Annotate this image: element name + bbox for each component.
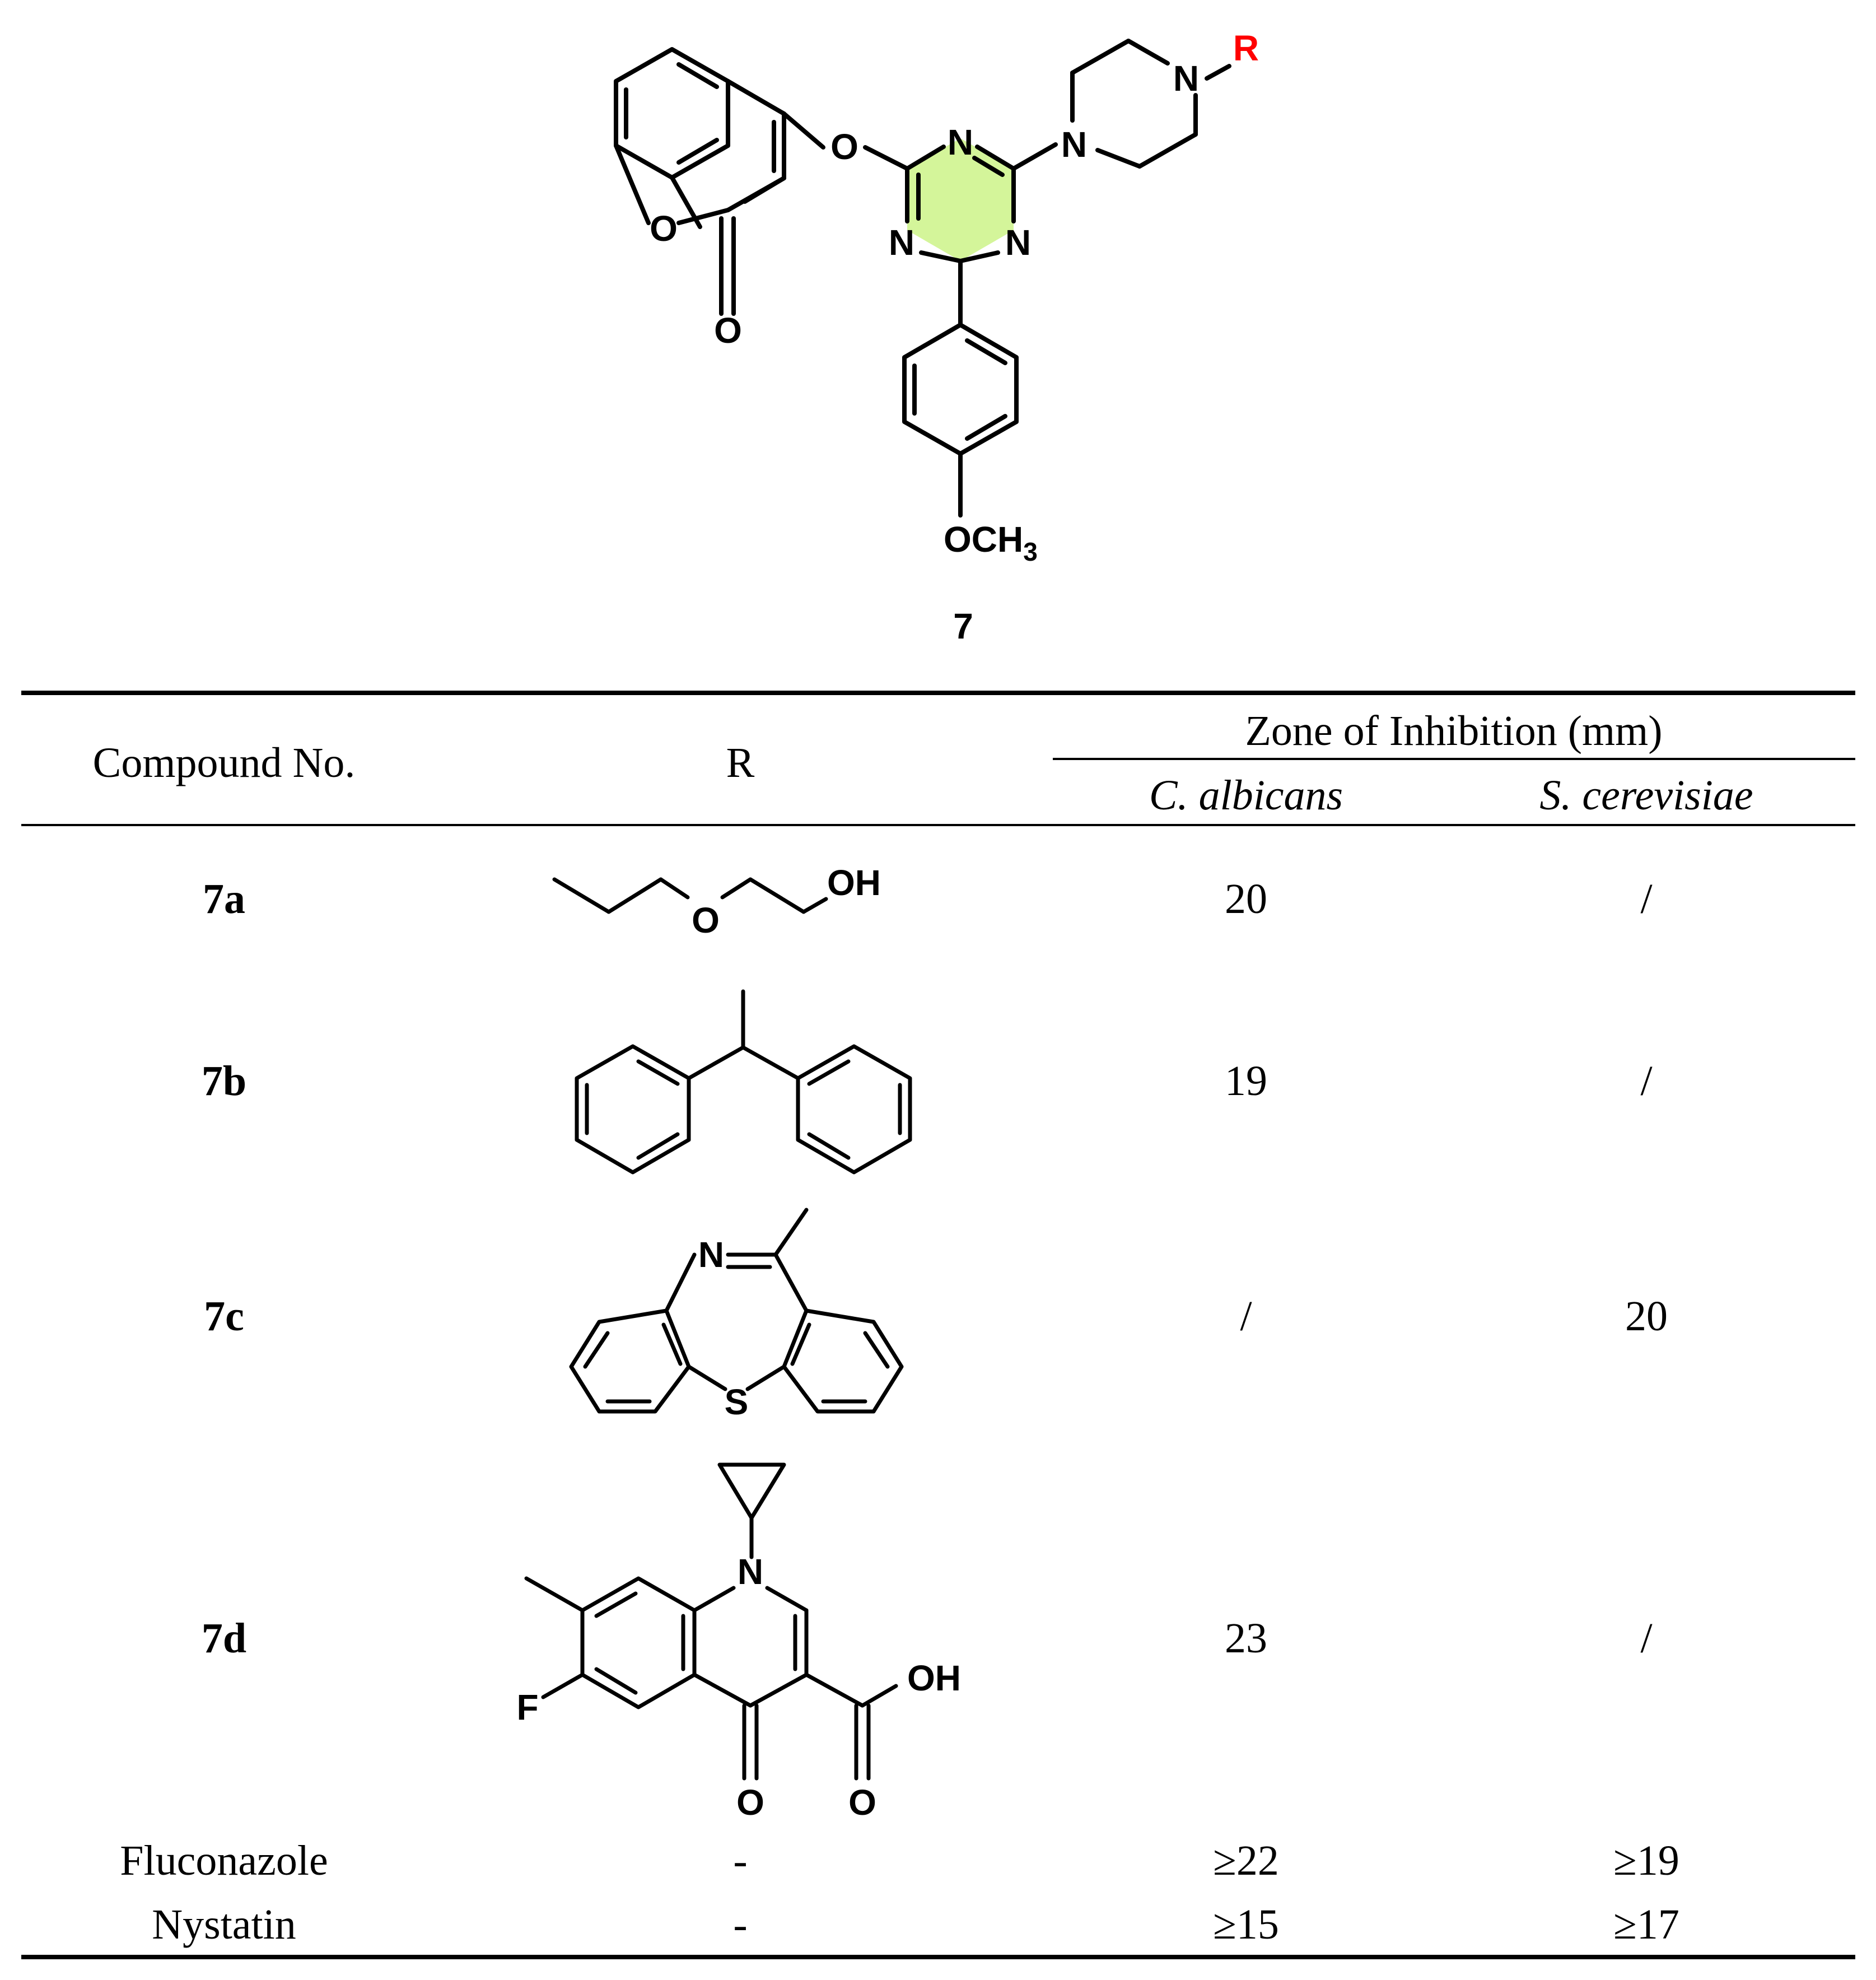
row-7d-atom-oh: OH — [907, 1658, 961, 1698]
row-7b-s-cerevisiae: / — [1640, 1057, 1653, 1105]
row-7d-atom-o-acid: O — [848, 1782, 876, 1823]
row-7c-atom-s: S — [725, 1382, 749, 1422]
table-bottom-rule — [21, 1955, 1855, 1959]
row-7a-atom-oh: OH — [827, 863, 881, 903]
atom-o-carbonyl: O — [714, 310, 742, 351]
row-nystatin-s-cerevisiae: ≥17 — [1613, 1901, 1679, 1948]
scaffold-structure: O O O N N N N N R OCH3 7 — [614, 28, 1259, 646]
row-7a-c-albicans: 20 — [1225, 875, 1267, 923]
header-r: R — [726, 739, 755, 786]
row-fluconazole-name: Fluconazole — [120, 1837, 328, 1884]
compound-number: 7 — [953, 606, 973, 646]
row-7b-c-albicans: 19 — [1225, 1057, 1267, 1105]
row-7a-s-cerevisiae: / — [1640, 875, 1653, 923]
row-7c-c-albicans: / — [1240, 1293, 1252, 1340]
row-nystatin-name: Nystatin — [152, 1901, 296, 1948]
scaffold-bonds — [614, 39, 1231, 518]
atom-o-ring: O — [650, 208, 678, 249]
row-7d-structure: N F OH O O — [516, 1462, 961, 1823]
row-7d-c-albicans: 23 — [1225, 1615, 1267, 1662]
table-top-rule — [21, 691, 1855, 695]
header-s-cerevisiae: S. cerevisiae — [1539, 772, 1753, 819]
row-nystatin-r: - — [733, 1901, 748, 1948]
group-header-rule — [1053, 758, 1855, 760]
substituent-r-label: R — [1233, 28, 1259, 68]
header-compound-no: Compound No. — [92, 739, 356, 786]
row-7d-atom-o-ketone: O — [736, 1782, 764, 1823]
row-7c-s-cerevisiae: 20 — [1625, 1293, 1668, 1340]
row-fluconazole-c-albicans: ≥22 — [1213, 1837, 1279, 1884]
atom-o-linker: O — [830, 127, 858, 167]
row-7d-compound: 7d — [201, 1615, 247, 1662]
row-7d-atom-f: F — [516, 1687, 538, 1727]
atom-n-triazine-top: N — [948, 122, 973, 162]
row-nystatin-c-albicans: ≥15 — [1213, 1901, 1279, 1948]
header-c-albicans: C. albicans — [1149, 772, 1343, 819]
row-fluconazole-s-cerevisiae: ≥19 — [1613, 1837, 1679, 1884]
methoxy-label: OCH3 — [944, 519, 1038, 566]
row-7c-atom-n: N — [698, 1234, 724, 1275]
row-7b-compound: 7b — [201, 1057, 247, 1105]
row-7d-s-cerevisiae: / — [1640, 1615, 1653, 1662]
row-7b-structure — [575, 989, 912, 1175]
atom-n-piperazine-4: N — [1173, 58, 1199, 99]
atom-n-triazine-left: N — [889, 222, 914, 263]
header-bottom-rule — [21, 824, 1855, 826]
row-7c-structure: N S — [569, 1208, 904, 1422]
triazine-highlight — [907, 138, 1014, 261]
atom-n-piperazine-1: N — [1061, 124, 1087, 165]
row-7a-structure: O OH — [552, 863, 881, 940]
row-7c-compound: 7c — [204, 1293, 244, 1340]
row-7a-compound: 7a — [203, 875, 245, 923]
row-7a-atom-o: O — [692, 900, 720, 940]
row-fluconazole-r: - — [733, 1837, 748, 1884]
row-7d-atom-n: N — [738, 1552, 763, 1592]
atom-n-triazine-right: N — [1005, 222, 1031, 263]
header-zone-of-inhibition: Zone of Inhibition (mm) — [1245, 707, 1663, 754]
